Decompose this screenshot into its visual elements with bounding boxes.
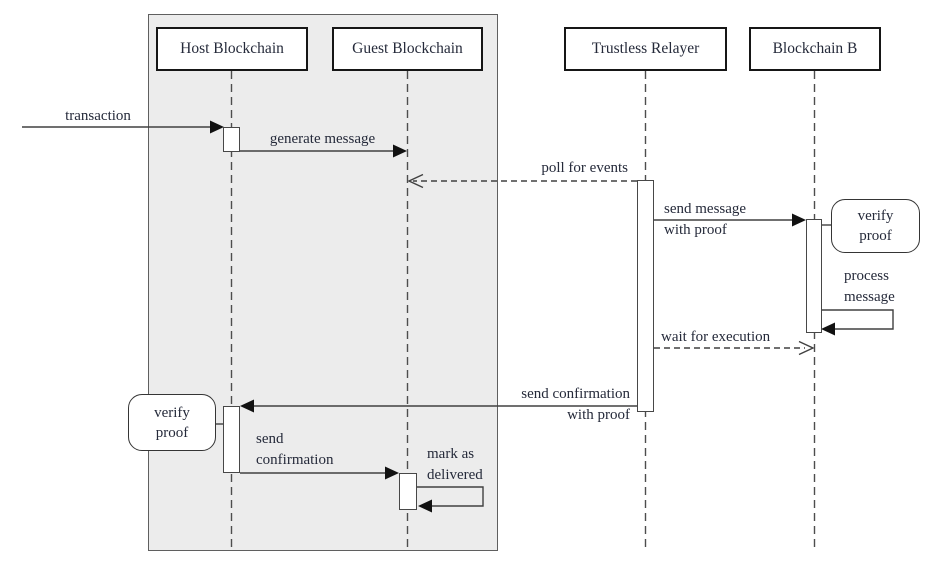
label-send-confirmation-proof-line2: with proof bbox=[567, 407, 630, 423]
wait-for-execution-arrow bbox=[654, 340, 815, 356]
note-verify-proof-b-line1: verify bbox=[857, 208, 894, 224]
actor-trustless-relayer-label: Trustless Relayer bbox=[591, 40, 700, 57]
actor-trustless-relayer: Trustless Relayer bbox=[564, 27, 727, 71]
label-poll-for-events-line1: poll for events bbox=[541, 160, 628, 176]
label-send-message-with-proof: send message with proof bbox=[664, 199, 746, 241]
process-message-self-arrow bbox=[820, 309, 894, 336]
label-poll-for-events: poll for events bbox=[515, 158, 628, 179]
transaction-arrow bbox=[22, 120, 224, 134]
label-wait-for-execution-line1: wait for execution bbox=[661, 329, 771, 345]
send-confirmation-with-proof-arrow bbox=[240, 399, 637, 413]
label-mark-as-delivered: mark as delivered bbox=[427, 444, 483, 486]
label-send-confirmation: send confirmation bbox=[256, 429, 333, 471]
activation-guest-delivered bbox=[399, 473, 417, 510]
generate-message-arrow bbox=[240, 144, 407, 158]
label-generate-message: generate message bbox=[245, 129, 400, 150]
label-process-message-line2: message bbox=[844, 289, 895, 305]
note-verify-proof-host: verify proof bbox=[128, 394, 216, 451]
label-send-confirmation-line2: confirmation bbox=[256, 452, 334, 468]
note-verify-proof-host-line2: proof bbox=[155, 424, 189, 441]
activation-blockchain-b bbox=[806, 219, 822, 333]
actor-blockchain-b: Blockchain B bbox=[749, 27, 881, 71]
label-transaction: transaction bbox=[48, 106, 148, 127]
label-send-message-line1: send message bbox=[664, 201, 747, 217]
actor-host-blockchain-label: Host Blockchain bbox=[180, 40, 284, 57]
label-process-message-line1: process bbox=[844, 268, 889, 284]
label-send-confirmation-with-proof: send confirmation with proof bbox=[448, 384, 630, 426]
activation-host-generate bbox=[223, 127, 240, 152]
label-send-confirmation-line1: send bbox=[256, 431, 284, 447]
actor-guest-blockchain: Guest Blockchain bbox=[332, 27, 483, 71]
label-mark-as-delivered-line1: mark as bbox=[427, 446, 475, 462]
label-send-message-line2: with proof bbox=[664, 222, 727, 238]
poll-for-events-arrow bbox=[407, 173, 637, 189]
note-verify-proof-b-line2: proof bbox=[859, 228, 892, 244]
activation-relayer bbox=[637, 180, 654, 412]
send-confirmation-arrow bbox=[240, 466, 399, 480]
actor-blockchain-b-label: Blockchain B bbox=[772, 40, 858, 57]
note-verify-proof-blockchain-b: verify proof bbox=[831, 199, 920, 253]
note-verify-proof-host-line1: verify bbox=[154, 404, 190, 421]
label-mark-as-delivered-line2: delivered bbox=[427, 467, 483, 483]
label-send-confirmation-proof-line1: send confirmation bbox=[521, 386, 630, 402]
label-generate-message-line1: generate message bbox=[269, 131, 376, 147]
host-guest-group-frame bbox=[148, 14, 498, 551]
activation-host-confirm bbox=[223, 406, 240, 473]
actor-guest-blockchain-label: Guest Blockchain bbox=[352, 40, 463, 57]
actor-host-blockchain: Host Blockchain bbox=[156, 27, 308, 71]
send-message-with-proof-arrow bbox=[654, 213, 806, 227]
mark-as-delivered-self-arrow bbox=[417, 486, 484, 513]
label-transaction-line1: transaction bbox=[65, 108, 131, 124]
label-wait-for-execution: wait for execution bbox=[661, 327, 770, 348]
label-process-message: process message bbox=[844, 266, 895, 308]
